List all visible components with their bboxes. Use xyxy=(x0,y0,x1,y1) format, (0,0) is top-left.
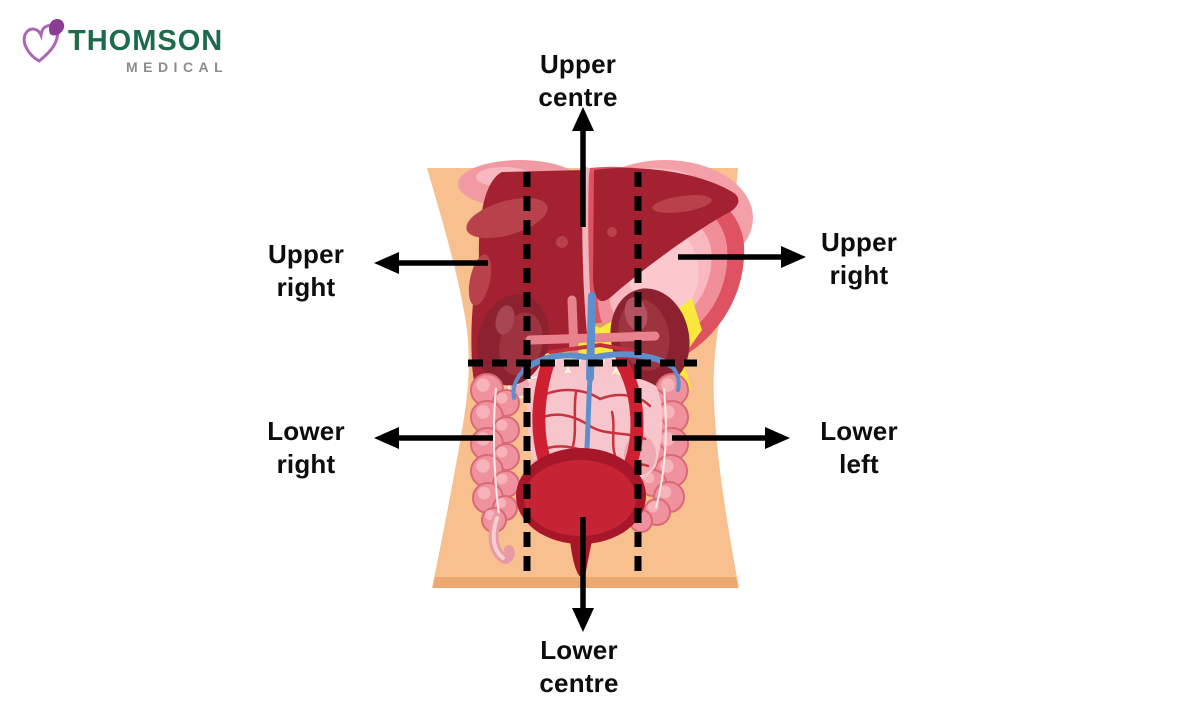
label-upper-centre-line1: Upper xyxy=(539,49,617,79)
label-upper-centre-line2: centre xyxy=(538,82,618,112)
arrow-lower-centre xyxy=(572,517,594,632)
brand-subtitle: MEDICAL xyxy=(125,59,229,75)
label-lower-centre: Lower centre xyxy=(499,634,659,700)
arrow-lower-left xyxy=(672,427,790,449)
label-upper-right-west-line1: Upper xyxy=(267,239,345,269)
arrow-upper-right-west xyxy=(374,252,488,274)
label-lower-left: Lower left xyxy=(764,415,954,481)
label-lower-centre-line2: centre xyxy=(539,668,619,698)
appendix xyxy=(488,513,515,564)
arrows xyxy=(374,107,806,632)
arrow-upper-centre xyxy=(572,107,594,227)
brand-logo: THOMSON MEDICAL xyxy=(20,14,223,75)
label-lower-right: Lower right xyxy=(211,415,401,481)
region-dividers xyxy=(468,172,697,572)
arrow-lower-right xyxy=(374,427,493,449)
label-lower-centre-line1: Lower xyxy=(540,635,618,665)
taenia-line-right xyxy=(655,387,667,509)
brand-name: THOMSON xyxy=(68,25,224,57)
label-lower-right-line2: right xyxy=(276,449,336,479)
label-upper-right-east: Upper right xyxy=(764,226,954,292)
label-upper-right-east-line2: right xyxy=(829,260,889,290)
label-lower-right-line1: Lower xyxy=(267,416,345,446)
label-lower-left-line1: Lower xyxy=(820,416,898,446)
label-upper-centre: Upper centre xyxy=(498,48,658,114)
label-upper-right-west-line2: right xyxy=(276,272,336,302)
label-upper-right-east-line1: Upper xyxy=(820,227,898,257)
taenia-line-left xyxy=(492,387,501,523)
brand-text: THOMSON MEDICAL xyxy=(68,14,224,76)
bladder xyxy=(516,448,646,577)
label-lower-left-line2: left xyxy=(839,449,879,479)
label-upper-right-west: Upper right xyxy=(211,238,401,304)
butterfly-icon xyxy=(22,19,65,63)
arrow-upper-right-east xyxy=(678,246,806,268)
